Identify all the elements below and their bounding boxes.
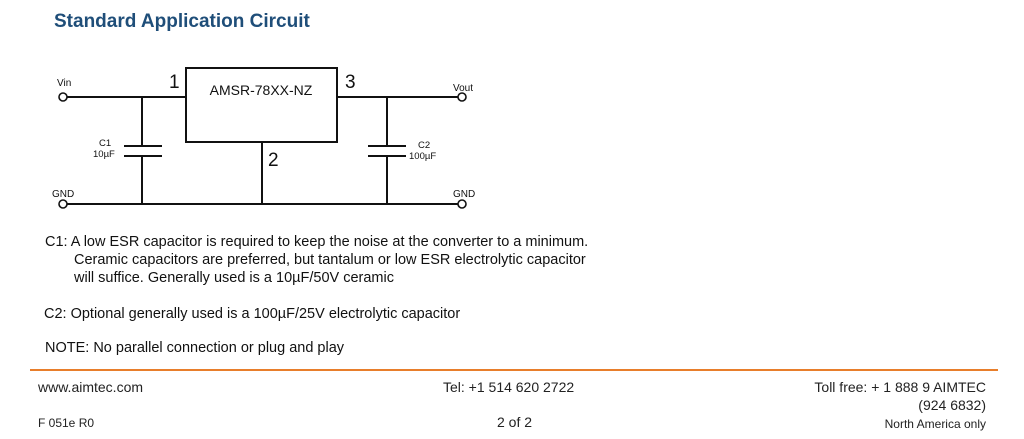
telephone: Tel: +1 514 620 2722 [443,379,575,395]
c1-value-label: 10µF [93,149,115,160]
gnd-left-terminal [58,199,68,209]
c1-name-label: C1 [99,138,111,149]
page-number: 2 of 2 [497,414,533,430]
page-title: Standard Application Circuit [54,11,310,32]
vin-label: Vin [57,78,71,89]
c1-note-line2: Ceramic capacitors are preferred, but ta… [74,252,586,268]
region-note: North America only [884,417,986,431]
gnd-right-terminal [457,199,467,209]
c1-note-line1: C1: A low ESR capacitor is required to k… [45,234,589,250]
toll-free-letters: (924 6832) [918,397,986,413]
vout-label: Vout [453,83,473,94]
toll-free: Toll free: + 1 888 9 AIMTEC [814,379,986,395]
form-code: F 051e R0 [38,416,95,430]
c1-note: C1: A low ESR capacitor is required to k… [45,233,588,287]
gnd-right-label: GND [453,189,475,200]
vout-terminal [457,92,467,102]
regulator-label: AMSR-78XX-NZ [210,82,313,98]
c2-name-label: C2 [418,140,430,151]
c1-note-line3: will suffice. Generally used is a 10µF/5… [74,270,394,286]
footer-divider [30,369,998,371]
parallel-note: NOTE: No parallel connection or plug and… [45,340,345,356]
application-circuit-diagram: AMSR-78XX-NZ 1 3 2 Vin Vout GND GND C1 1… [52,67,475,209]
pin1-label: 1 [169,72,180,93]
website-link[interactable]: www.aimtec.com [38,379,144,395]
regulator-box [185,67,338,143]
gnd-left-label: GND [52,189,74,200]
c2-value-label: 100µF [409,151,436,162]
c2-note: C2: Optional generally used is a 100µF/2… [44,306,461,322]
pin3-label: 3 [345,72,356,93]
pin2-label: 2 [268,150,279,171]
vin-terminal [58,92,68,102]
